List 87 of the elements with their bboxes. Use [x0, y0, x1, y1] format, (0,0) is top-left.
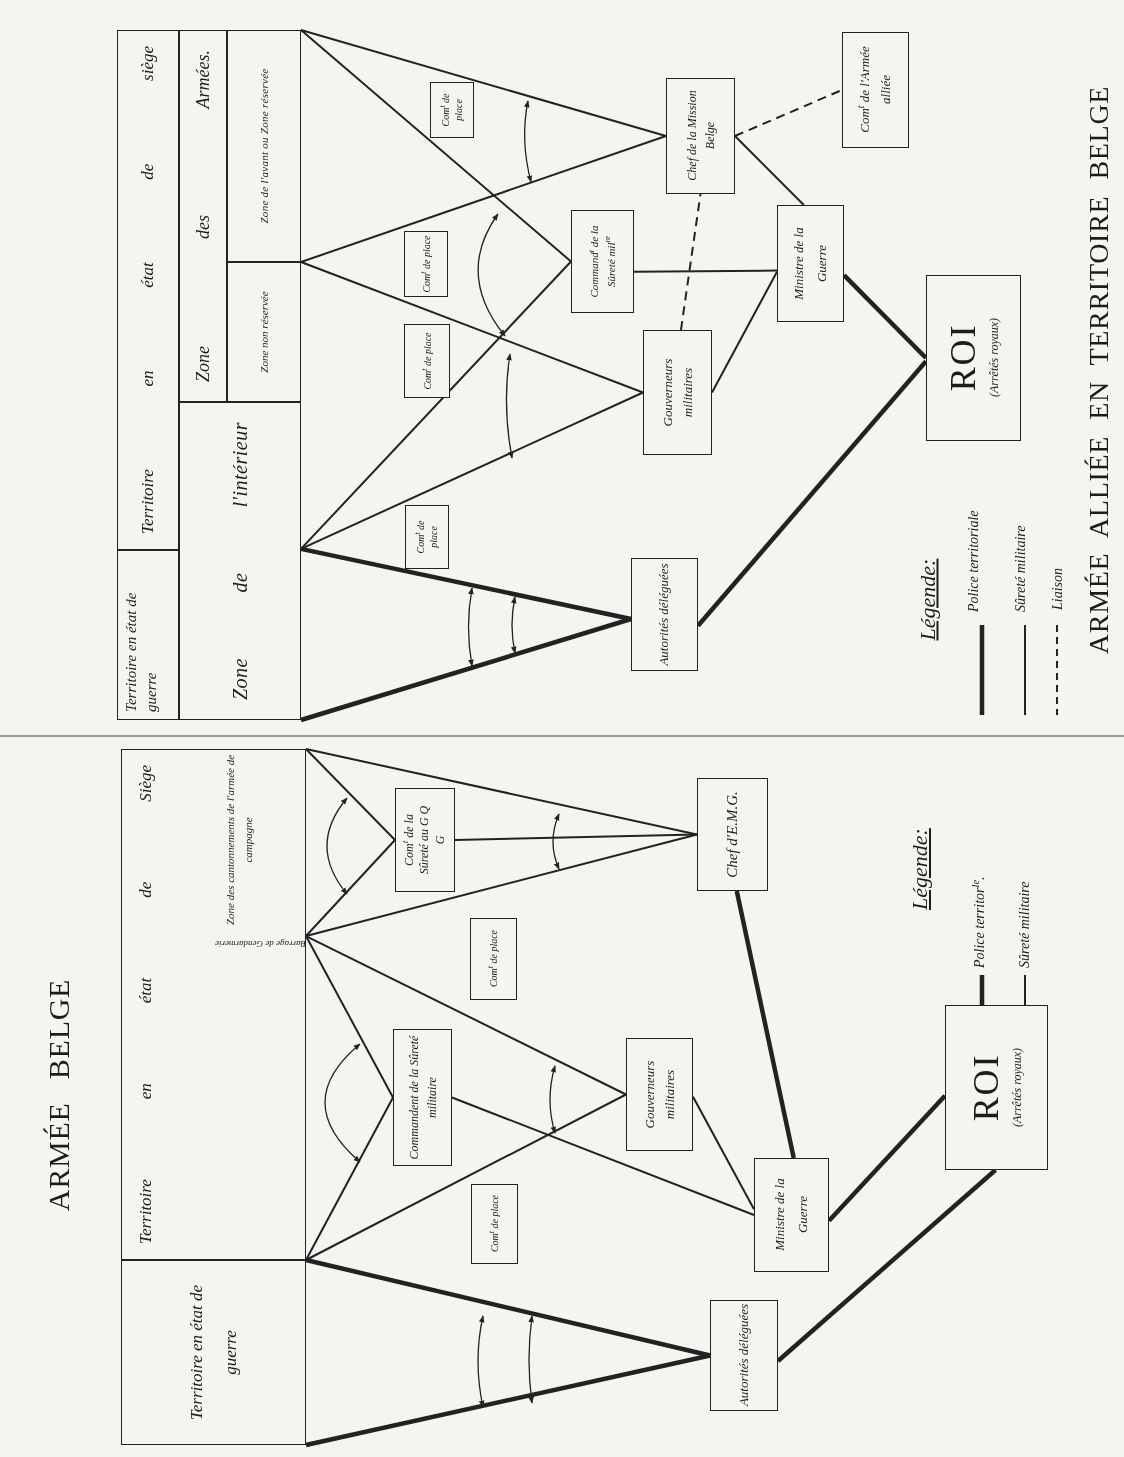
box-label: Gouverneurs militaires — [640, 1059, 677, 1130]
command-box — [471, 1184, 518, 1264]
legend-label: Sûreté militaire — [1016, 880, 1033, 968]
connector-line — [305, 935, 627, 1096]
connector-line — [300, 29, 572, 263]
zone-cell — [117, 30, 179, 550]
command-box — [470, 918, 517, 1000]
connector-line — [305, 1096, 394, 1261]
box-label: Zone des Armées. — [191, 49, 213, 382]
authority-box — [631, 558, 698, 671]
double-line-connector — [696, 359, 928, 628]
connector-line — [305, 935, 394, 1099]
connector-line — [300, 135, 667, 263]
command-box — [430, 82, 474, 138]
command-box — [404, 324, 450, 398]
authority-box — [643, 330, 712, 455]
authority-box — [697, 778, 768, 891]
authority-box — [710, 1300, 778, 1411]
box-label: Territoire en état de guerre — [185, 1283, 241, 1422]
connector-line — [305, 833, 698, 938]
legend-label: Sûreté militaire — [1012, 524, 1029, 612]
connector-line — [451, 1096, 755, 1216]
connector-line — [300, 391, 644, 550]
legend-heading: Légende: — [913, 557, 941, 640]
double-line-connector — [305, 1257, 711, 1358]
double-line-connector — [734, 890, 796, 1159]
double-line-connector — [827, 1094, 947, 1223]
zone-cell — [179, 402, 301, 720]
zone-cell — [179, 30, 227, 402]
command-box — [405, 505, 449, 569]
double-line-connector — [300, 546, 632, 622]
zone-cell — [227, 262, 301, 402]
connector-line — [305, 748, 698, 836]
divider-label: Barrage de Gendarmerie — [214, 938, 306, 951]
box-label: Zone de l'intérieur — [227, 421, 252, 700]
connector-line — [300, 261, 644, 394]
box-note: (Arrêtés royaux) — [1008, 1047, 1025, 1127]
box-label: Territoire en état de guerre — [121, 591, 160, 712]
dashed-connector — [734, 89, 843, 137]
box-label: Gouverneurs militaires — [658, 357, 695, 428]
box-label: Commandent de la Sûreté militaire — [405, 1034, 439, 1161]
legend-heading: Légende: — [906, 827, 933, 910]
zone-cell — [121, 1260, 306, 1445]
command-box — [404, 231, 448, 297]
authority-box — [945, 1005, 1048, 1170]
zone-cell — [227, 30, 301, 262]
box-label: Autorités déléguées — [654, 562, 672, 666]
connector-line — [734, 135, 805, 206]
authority-box — [842, 32, 909, 148]
box-label: Zone de l'avant ou Zone réservée — [256, 68, 271, 224]
box-label: ROI — [967, 1053, 1003, 1121]
double-line-connector — [842, 273, 928, 360]
connector-line — [711, 270, 778, 394]
double-line-connector — [776, 1168, 997, 1363]
box-label: Territoire en état de siège — [136, 45, 158, 534]
authority-box — [626, 1038, 693, 1151]
zone-cell — [117, 550, 179, 720]
page-title: ARMÉE ALLIÉE EN TERRITOIRE BELGE — [1082, 84, 1115, 657]
box-label: Zone non réservée — [256, 290, 271, 373]
authority-box — [926, 275, 1021, 441]
box-label: ROI — [944, 323, 980, 392]
box-label: Ministre de la Guerre — [789, 225, 829, 302]
legend-label: Liaison — [1049, 567, 1066, 610]
connector-line — [633, 269, 778, 273]
box-label: Territoire en état de Siège — [134, 764, 156, 1244]
box-label: Ministre de la Guerre — [770, 1177, 810, 1253]
dashed-connector — [679, 193, 702, 331]
authority-box — [777, 205, 844, 322]
connector-line — [692, 1095, 755, 1211]
zone-label: Zone des cantonnements de l'armée de campagne — [223, 753, 255, 928]
authority-box — [393, 1029, 452, 1166]
box-label: Autorités déléguées — [734, 1303, 752, 1407]
authority-box — [395, 788, 455, 892]
box-label: Chef de la Mission Belge — [683, 89, 718, 183]
connector-line — [300, 260, 572, 550]
authority-box — [754, 1158, 829, 1272]
double-line-connector — [305, 1353, 711, 1448]
authority-box — [571, 210, 634, 313]
connector-line — [305, 839, 396, 938]
connector-line — [300, 29, 667, 137]
authority-box — [666, 78, 735, 194]
connector-line — [305, 748, 396, 841]
box-label: Chef d'E.M.G. — [722, 790, 741, 878]
legend-label: Police territoriale — [965, 509, 982, 612]
page-title: ARMÉE BELGE — [41, 977, 76, 1214]
box-note: (Arrêtés royaux) — [985, 317, 1002, 398]
zone-cell — [121, 749, 306, 1260]
